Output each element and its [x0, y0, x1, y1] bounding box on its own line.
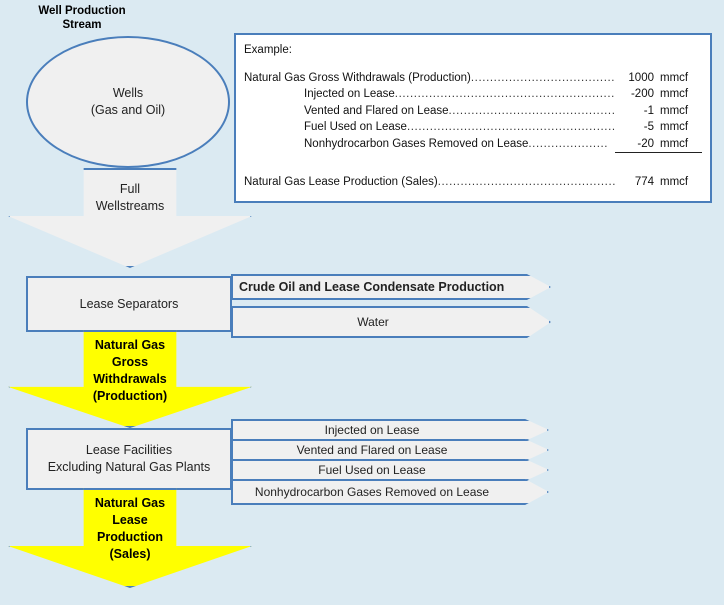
ng-gross-line3: Withdrawals: [93, 372, 167, 386]
example-row-fuel-unit: mmcf: [660, 121, 689, 133]
example-row-vented-value: -1: [643, 104, 654, 117]
page-title-line2: Stream: [62, 19, 102, 31]
example-row-fuel: Fuel Used on Lease .....................…: [244, 119, 702, 136]
example-row-nonhydro-dots: .....................: [528, 137, 609, 150]
water-output-arrow: Water: [231, 306, 551, 338]
ng-gross-line1: Natural Gas: [94, 338, 166, 352]
fuel-used-on-lease-label: Fuel Used on Lease: [318, 463, 426, 477]
ng-gross-line4: (Production): [92, 389, 168, 403]
full-wellstreams-label: Full Wellstreams: [96, 181, 165, 215]
natural-gas-gross-label: Natural Gas Gross Withdrawals (Productio…: [75, 337, 185, 405]
example-row-nonhydro-value: -20: [615, 136, 654, 153]
example-row-gross-dots: ........................................…: [470, 71, 615, 84]
nonhydrocarbon-gases-label: Nonhydrocarbon Gases Removed on Lease: [254, 485, 490, 499]
example-row-total: Natural Gas Lease Production (Sales) ...…: [244, 174, 702, 191]
example-row-nonhydro: Nonhydrocarbon Gases Removed on Lease ..…: [244, 136, 702, 153]
example-spacer-1: [244, 59, 702, 70]
example-row-vented: Vented and Flared on Lease .............…: [244, 103, 702, 120]
full-wellstreams-line2: Wellstreams: [95, 199, 165, 213]
example-row-fuel-label: Fuel Used on Lease: [304, 121, 407, 133]
example-row-gross-label: Natural Gas Gross Withdrawals (Productio…: [244, 71, 471, 84]
lease-separators-label: Lease Separators: [79, 296, 179, 311]
page-title-line1: Well Production: [38, 5, 126, 17]
nonhydrocarbon-gases-arrow: Nonhydrocarbon Gases Removed on Lease: [231, 479, 549, 505]
example-row-total-label: Natural Gas Lease Production (Sales): [244, 176, 438, 188]
example-spacer-3: [244, 163, 702, 174]
example-row-gross: Natural Gas Gross Withdrawals (Productio…: [244, 70, 702, 87]
injected-on-lease-arrow: Injected on Lease: [231, 419, 549, 441]
lease-facilities-line2: Excluding Natural Gas Plants: [47, 460, 211, 474]
ng-lease-line4: (Sales): [109, 547, 151, 561]
ng-lease-line3: Production: [97, 530, 163, 544]
natural-gas-gross-withdrawals-arrow: Natural Gas Gross Withdrawals (Productio…: [8, 330, 252, 428]
example-spacer-2: [244, 152, 702, 163]
example-row-injected-value: -200: [630, 88, 654, 100]
full-wellstreams-line1: Full: [119, 182, 141, 196]
example-row-vented-dots: ........................................…: [448, 104, 615, 117]
lease-facilities-line1: Lease Facilities: [85, 443, 173, 457]
page-title: Well Production Stream: [22, 4, 142, 32]
natural-gas-lease-label: Natural Gas Lease Production (Sales): [75, 495, 185, 563]
ng-lease-line2: Lease: [112, 513, 148, 527]
vented-and-flared-label: Vented and Flared on Lease: [296, 443, 448, 457]
lease-separators-box: Lease Separators: [26, 276, 232, 332]
wells-label-line2: (Gas and Oil): [90, 103, 166, 117]
example-row-injected-dots: ........................................…: [394, 88, 615, 100]
example-row-fuel-dots: ........................................…: [406, 121, 615, 133]
example-box: Example: Natural Gas Gross Withdrawals (…: [234, 33, 712, 203]
vented-and-flared-arrow: Vented and Flared on Lease: [231, 439, 549, 461]
example-row-total-unit: mmcf: [660, 176, 689, 188]
crude-oil-output-label: Crude Oil and Lease Condensate Productio…: [239, 280, 505, 294]
example-row-nonhydro-label: Nonhydrocarbon Gases Removed on Lease: [304, 137, 529, 150]
example-heading: Example:: [244, 44, 292, 56]
ng-lease-line1: Natural Gas: [94, 496, 166, 510]
example-row-injected: Injected on Lease ......................…: [244, 86, 702, 103]
fuel-used-on-lease-arrow: Fuel Used on Lease: [231, 459, 549, 481]
full-wellstreams-arrow: Full Wellstreams: [8, 168, 252, 268]
example-row-vented-label: Vented and Flared on Lease: [304, 104, 449, 117]
example-row-total-value: 774: [634, 176, 654, 188]
example-row-total-dots: ........................................…: [437, 176, 615, 188]
wells-label-line1: Wells: [112, 86, 144, 100]
example-row-gross-value: 1000: [628, 71, 654, 84]
example-row-fuel-value: -5: [643, 121, 654, 133]
wells-node: Wells (Gas and Oil): [26, 36, 230, 168]
lease-facilities-box: Lease Facilities Excluding Natural Gas P…: [26, 428, 232, 490]
injected-on-lease-label: Injected on Lease: [324, 423, 420, 437]
example-row-injected-unit: mmcf: [660, 88, 689, 100]
ng-gross-line2: Gross: [111, 355, 149, 369]
example-heading-row: Example:: [244, 42, 702, 59]
crude-oil-output-arrow: Crude Oil and Lease Condensate Productio…: [231, 274, 551, 300]
example-row-injected-label: Injected on Lease: [304, 88, 395, 100]
natural-gas-lease-production-arrow: Natural Gas Lease Production (Sales): [8, 488, 252, 588]
example-row-nonhydro-unit: mmcf: [654, 136, 702, 153]
water-output-label: Water: [357, 315, 389, 329]
example-row-vented-unit: mmcf: [660, 104, 689, 117]
example-row-gross-unit: mmcf: [660, 71, 689, 84]
